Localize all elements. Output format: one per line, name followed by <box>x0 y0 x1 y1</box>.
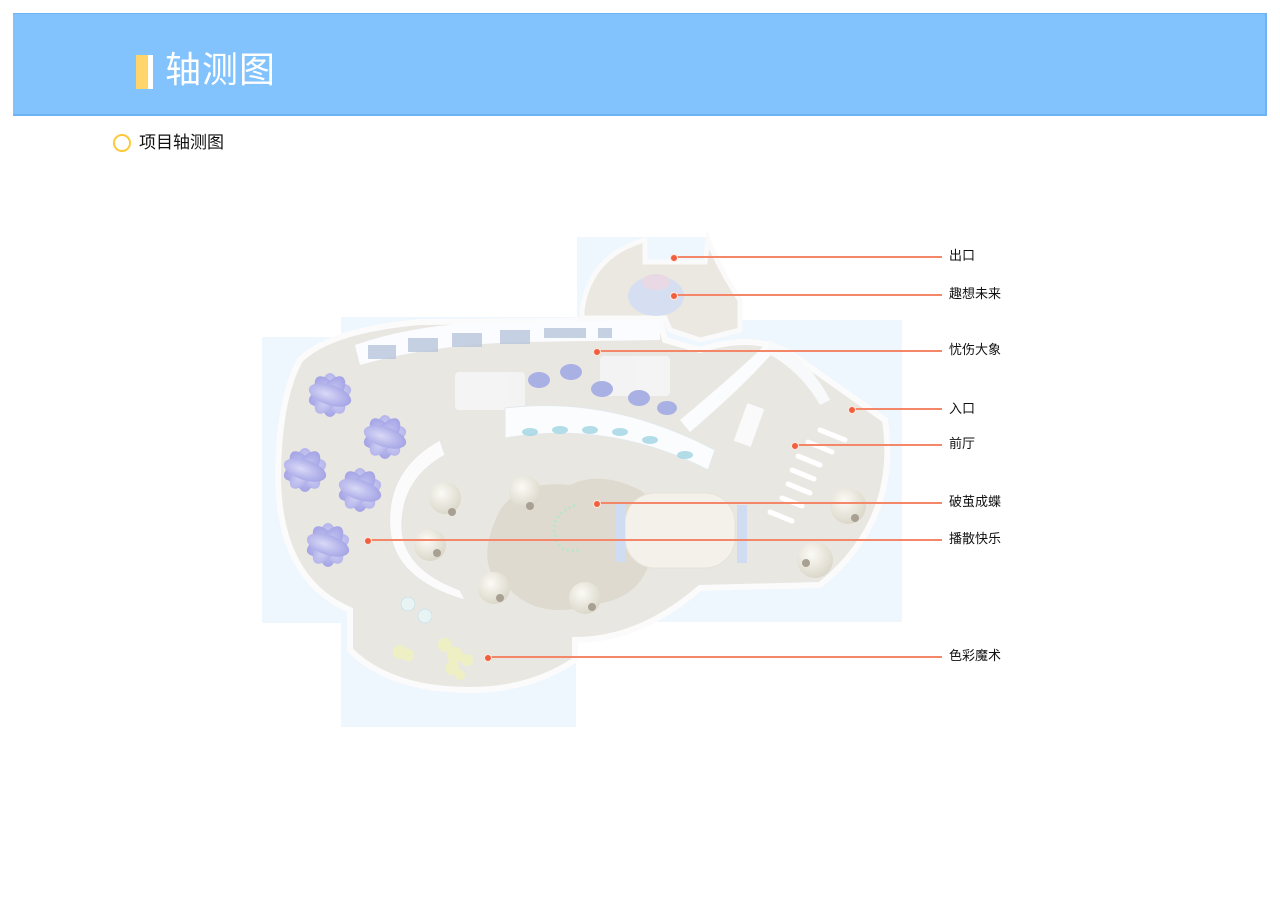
leader-dot <box>593 348 601 356</box>
leader-line <box>597 502 942 504</box>
callout-label-butterfly: 破茧成蝶 <box>949 495 1002 510</box>
leader-line <box>488 656 942 658</box>
leader-dot <box>593 500 601 508</box>
callout-label-foyer: 前厅 <box>949 437 976 452</box>
leader-line <box>852 408 942 410</box>
callout-label-sad-elephant: 忧伤大象 <box>949 343 1002 358</box>
circle-bullet-icon <box>113 134 131 152</box>
leader-dot <box>670 254 678 262</box>
title-accent-bar <box>136 55 148 89</box>
callout-label-color-magic: 色彩魔术 <box>949 649 1002 664</box>
callout-label-entrance: 入口 <box>949 402 976 417</box>
leader-line <box>674 294 942 296</box>
leader-dot <box>848 406 856 414</box>
section-title: 项目轴测图 <box>139 133 224 153</box>
page-title: 轴测图 <box>165 50 277 91</box>
leader-line <box>795 444 942 446</box>
leader-dot <box>791 442 799 450</box>
leader-dot <box>364 537 372 545</box>
leader-line <box>674 256 942 258</box>
leader-line <box>368 539 942 541</box>
header-band <box>13 13 1267 116</box>
callout-label-exit: 出口 <box>949 249 976 264</box>
callout-label-spread-joy: 播散快乐 <box>949 532 1002 547</box>
title-accent-stripe <box>148 55 153 89</box>
leader-dot <box>670 292 678 300</box>
callout-label-fun-future: 趣想未来 <box>949 287 1002 302</box>
leader-line <box>597 350 942 352</box>
leader-dot <box>484 654 492 662</box>
